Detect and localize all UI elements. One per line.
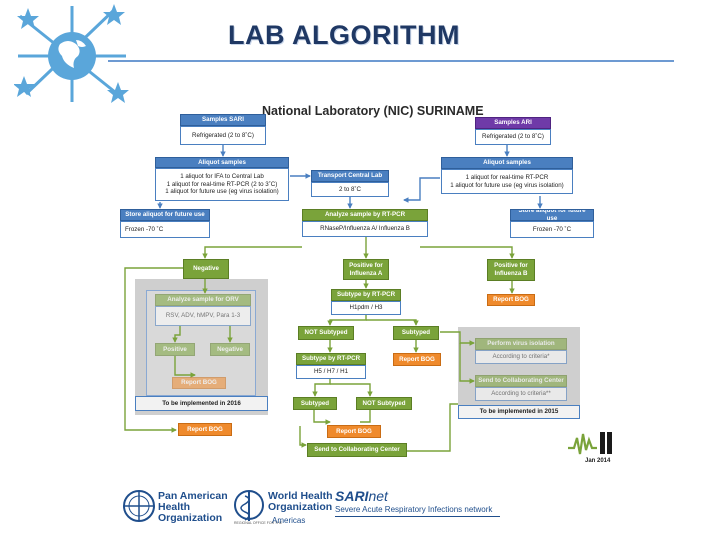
send-collaborating-center: Send to Collaborating Center — [307, 443, 407, 457]
orv-report-bog: Report BOG — [172, 377, 226, 389]
subtype-rtpcr-header-2: Subtype by RT-PCR — [296, 353, 366, 365]
sari-store-header: Store aliquot for future use — [120, 209, 210, 221]
paho-line-3: Organization — [158, 512, 223, 525]
positive-influenza-b: Positive for Influenza B — [487, 259, 535, 281]
sarinet-brand: SARInet — [335, 489, 388, 504]
not-subtyped-2: NOT Subtyped — [356, 397, 412, 410]
sari-aliquot-line-2: 1 aliquot for real-time RT-PCR (2 to 3˚C… — [166, 180, 278, 188]
isolation-criteria-1: According to criteria* — [475, 350, 567, 364]
sari-aliquot-line-3: 1 aliquot for future use (eg virus isola… — [165, 188, 279, 196]
subtype-rtpcr-header: Subtype by RT-PCR — [331, 289, 401, 301]
subtype-final-report-bog: Report BOG — [327, 425, 381, 438]
paho-line-2: Health — [158, 501, 191, 514]
orv-positive: Positive — [155, 343, 195, 356]
sari-aliquot-header: Aliquot samples — [155, 157, 289, 168]
orv-final-report-bog: Report BOG — [178, 423, 232, 436]
paho-line-1: Pan American — [158, 490, 228, 502]
analyze-rtpcr-header: Analyze sample by RT-PCR — [302, 209, 428, 221]
who-region: Americas — [272, 516, 306, 525]
paho-emblem-icon — [123, 490, 155, 522]
who-line-2: Organization — [268, 501, 333, 514]
who-emblem-icon — [234, 490, 264, 521]
subtyped: Subtyped — [393, 326, 439, 340]
orv-targets: RSV, ADV, hMPV, Para 1-3 — [155, 306, 251, 326]
who-regional-office-label: REGIONAL OFFICE FOR THE — [234, 521, 283, 525]
orv-negative: Negative — [210, 343, 250, 356]
diagram-date: Jan 2014 — [585, 458, 611, 464]
not-subtyped: NOT Subtyped — [298, 326, 354, 340]
globe-network-icon — [14, 4, 129, 103]
orv-analyze-header: Analyze sample for ORV — [155, 294, 251, 306]
analyze-rtpcr-targets: RNaseP/Influenza A/ Influenza B — [302, 221, 428, 237]
subtyped-2: Subtyped — [293, 397, 337, 410]
who-name: World Health Organization — [268, 490, 333, 514]
send-collaborating-center-isolation: Send to Collaborating Center — [475, 375, 567, 387]
ari-aliquot-line-2: 1 aliquot for future use (eg virus isola… — [450, 181, 564, 189]
sarinet-brand-sari: SARI — [335, 488, 369, 504]
subtype-targets-2: H5 / H7 / H1 — [296, 365, 366, 379]
isolation-criteria-2: According to criteria** — [475, 387, 567, 401]
title-divider — [108, 60, 674, 62]
subtype-report-bog: Report BOG — [393, 353, 441, 366]
transport-header: Transport Central Lab — [311, 170, 389, 182]
ari-aliquot-line-1: 1 aliquot for real-time RT-PCR — [465, 173, 549, 181]
orv-implementation-note: To be implemented in 2016 — [135, 396, 268, 411]
who-line-1: World Health — [268, 490, 333, 502]
slide-title: LAB ALGORITHM — [228, 20, 460, 50]
ari-storage: Refrigerated (2 to 8˚C) — [475, 129, 551, 145]
sari-storage: Refrigerated (2 to 8˚C) — [180, 126, 266, 145]
sarinet-underline — [335, 516, 500, 517]
subtype-targets: H1pdm / H3 — [331, 301, 401, 315]
report-bog-influenza-b: Report BOG — [487, 294, 535, 306]
ari-store-temp: Frozen -70 ˚C — [510, 221, 594, 238]
sari-aliquot-body: 1 aliquot for IFA to Central Lab 1 aliqu… — [155, 168, 289, 201]
sarinet-network-name: Severe Acute Respiratory Infections netw… — [335, 505, 493, 514]
ari-aliquot-body: 1 aliquot for real-time RT-PCR 1 aliquot… — [441, 169, 573, 194]
positive-influenza-a: Positive for Influenza A — [343, 259, 389, 280]
sari-aliquot-line-1: 1 aliquot for IFA to Central Lab — [180, 172, 264, 180]
ari-store-header: Store aliquot for future use — [510, 209, 594, 221]
negative-result: Negative — [183, 259, 229, 279]
ari-aliquot-header: Aliquot samples — [441, 157, 573, 169]
samples-sari-header: Samples SARI — [180, 114, 266, 126]
perform-virus-isolation: Perform virus isolation — [475, 338, 567, 350]
paho-name: Pan American Health Organization — [158, 490, 228, 525]
isolation-implementation-note: To be implemented in 2015 — [458, 405, 580, 419]
samples-ari-header: Samples ARI — [475, 117, 551, 129]
transport-temp: 2 to 8˚C — [311, 182, 389, 197]
diagram-title: National Laboratory (NIC) SURINAME — [262, 104, 484, 118]
sarinet-brand-suffix: net — [368, 488, 388, 504]
wave-logo-icon — [568, 432, 612, 455]
sari-store-temp: Frozen -70 ˚C — [120, 221, 210, 238]
